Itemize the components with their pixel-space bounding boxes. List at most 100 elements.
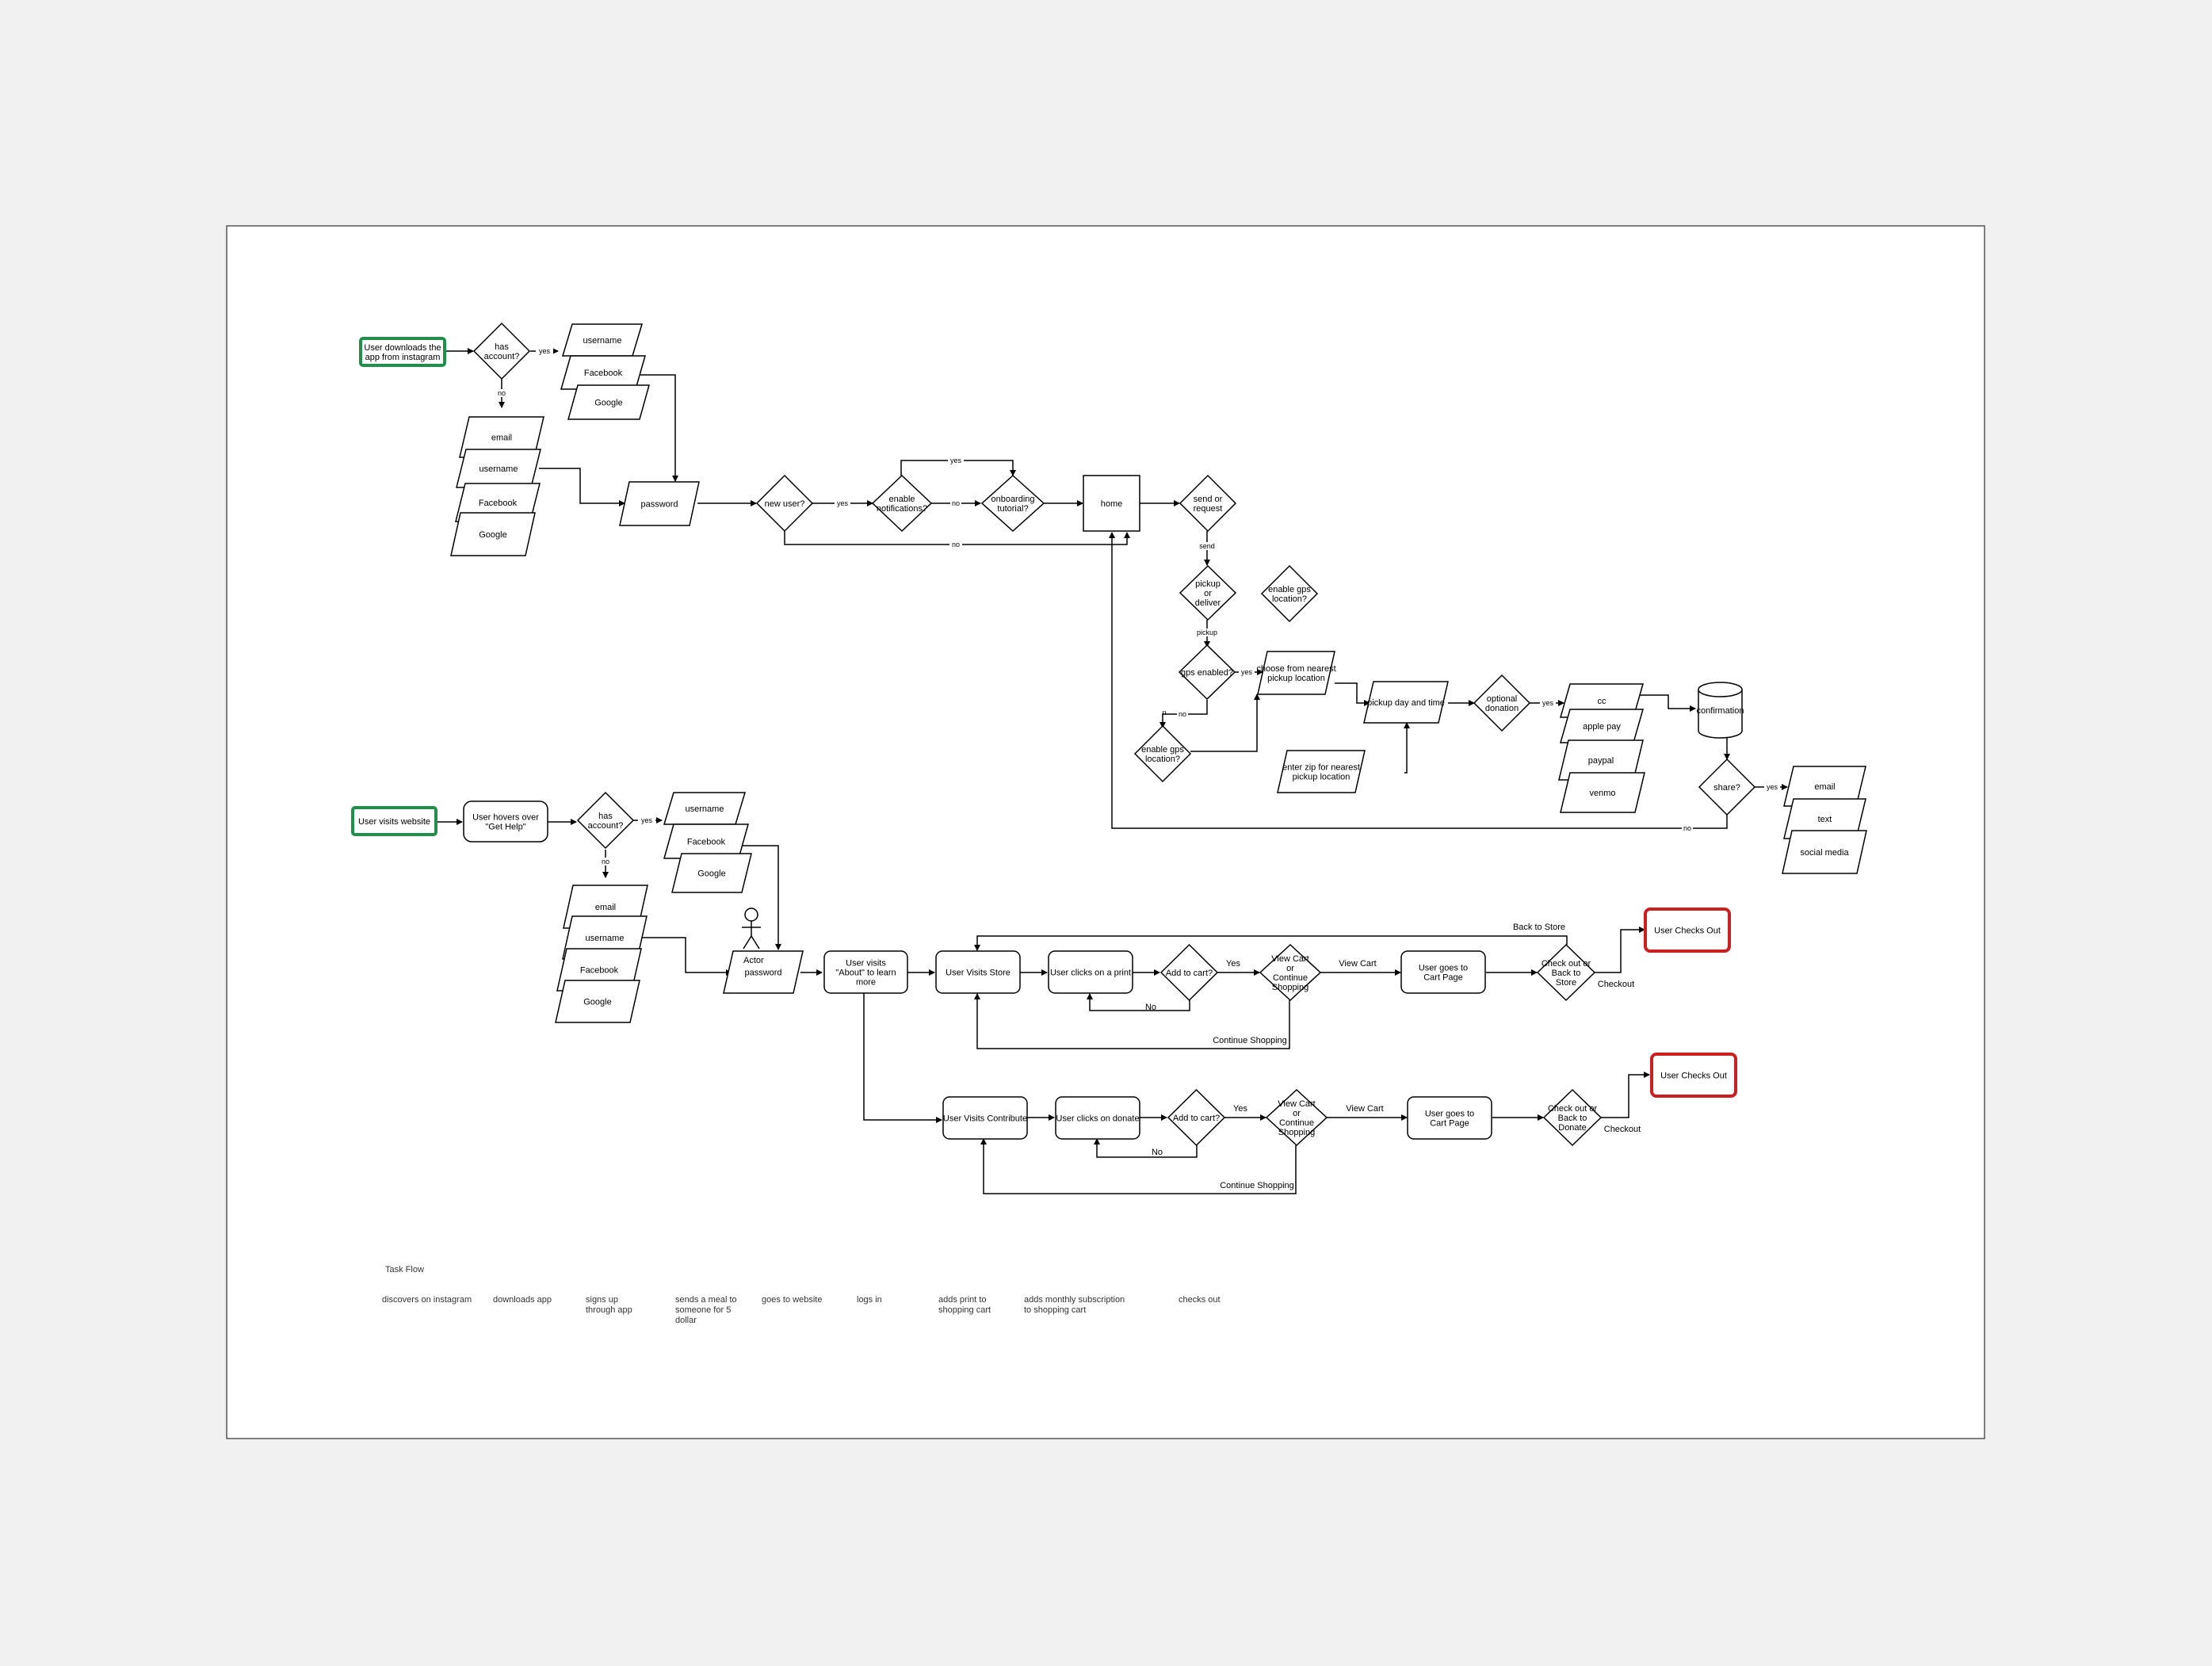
app-enter-zip-input-shape: [1277, 750, 1366, 793]
task-flow-step: discovers on instagram: [382, 1295, 472, 1305]
app-enable-gps-location-decision-shape: [1260, 564, 1319, 623]
web-actor-icon: Actor: [742, 908, 764, 965]
web-edge-yes-has-account: yes: [641, 816, 653, 824]
app-share-social-input: social media: [1782, 830, 1867, 874]
app-home-node-shape: [1083, 475, 1140, 532]
app-edge-yes-share: yes: [1767, 783, 1778, 791]
web-facebook-input-label: Facebook: [687, 838, 726, 847]
web-start-node-label: User visits website: [358, 817, 430, 827]
web-checks-out-2-node-label: User Checks Out: [1660, 1072, 1727, 1081]
app-facebook-input-label: Facebook: [584, 369, 623, 378]
app-share-decision-label: share?: [1713, 783, 1740, 793]
task-flow-step: logs in: [857, 1295, 882, 1305]
app-confirmation-node-shape: [1698, 682, 1743, 739]
web-edge-view-cart-1: View Cart: [1339, 959, 1376, 969]
app-facebook-signup-input-label: Facebook: [479, 499, 518, 508]
app-facebook-signup-input: Facebook: [455, 483, 541, 522]
app-enable-gps-location-low-decision-shape: [1133, 724, 1192, 783]
web-edge-checkout-1: Checkout: [1598, 980, 1634, 989]
app-new-user-decision-label: new user?: [765, 499, 805, 509]
app-gps-enabled-decision-label: gps enabled?: [1181, 668, 1233, 678]
app-google-signup-input: Google: [450, 512, 536, 556]
app-email-input-label: email: [491, 434, 512, 443]
web-google-signup-input-shape: [555, 980, 640, 1023]
app-share-decision: share?: [1698, 758, 1756, 816]
web-google-signup-input: Google: [555, 980, 640, 1023]
app-paypal-input-label: paypal: [1588, 756, 1614, 766]
app-edge-yes-has-account: yes: [539, 347, 551, 355]
task-flow-title: Task Flow: [385, 1265, 424, 1274]
app-edge-yes-donation: yes: [1542, 699, 1554, 707]
app-onboarding-tutorial-decision-shape: [980, 474, 1045, 533]
web-start-node-shape: [351, 806, 437, 836]
app-username-input: username: [561, 323, 644, 357]
web-view-cart-1-decision-shape: [1259, 943, 1322, 1002]
app-choose-nearest-input-shape: [1257, 651, 1335, 695]
web-edge-no-has-account: no: [602, 858, 609, 865]
web-add-to-cart-2-decision-shape: [1167, 1088, 1226, 1147]
app-password-input: password: [619, 481, 700, 526]
web-cart-page-1-node-shape: [1400, 950, 1486, 994]
task-flow-step: checks out: [1179, 1295, 1221, 1305]
app-username-input-label: username: [583, 336, 622, 346]
app-pickup-day-time-input-shape: [1363, 681, 1449, 724]
app-google-input-shape: [567, 384, 650, 420]
app-username-signup-input-label: username: [479, 464, 518, 474]
web-google-input: Google: [671, 853, 752, 893]
web-checkout-donate-decision-shape: [1542, 1088, 1603, 1147]
web-google-signup-input-label: Google: [583, 998, 611, 1007]
app-confirmation-node-label: confirmation: [1697, 706, 1744, 716]
web-actor-label: Actor: [743, 956, 764, 965]
web-checks-out-2-node-shape: [1650, 1053, 1737, 1098]
app-venmo-input: venmo: [1560, 772, 1645, 813]
web-checkout-store-decision-shape: [1536, 943, 1596, 1002]
web-google-input-label: Google: [697, 869, 725, 879]
app-has-account-decision-shape: [472, 322, 531, 380]
web-edge-labels: yes no Yes No View Cart Continue Shoppin…: [600, 816, 1641, 1190]
app-pickup-day-time-input-label: pickup day and time: [1367, 698, 1445, 708]
web-edge-back-to-store: Back to Store: [1513, 923, 1565, 932]
web-edge-yes-add-cart-2: Yes: [1233, 1104, 1247, 1114]
web-start-node: User visits website: [351, 806, 437, 836]
web-edge-yes-add-cart-1: Yes: [1226, 959, 1240, 969]
app-edge-n-gps: n: [1162, 709, 1166, 716]
task-flow-step: goes to website: [762, 1295, 822, 1305]
web-username-input: username: [663, 792, 747, 825]
app-gps-enabled-decision: gps enabled?: [1178, 644, 1236, 701]
app-share-decision-shape: [1698, 758, 1756, 816]
app-pickup-day-time-input: pickup day and time: [1363, 681, 1449, 724]
app-cc-input-label: cc: [1598, 697, 1607, 706]
web-username-input-label: username: [686, 804, 724, 814]
app-share-text-input-label: text: [1818, 815, 1832, 824]
app-edge-send: send: [1199, 542, 1215, 550]
app-edge-pickup: pickup: [1197, 629, 1217, 636]
web-facebook-signup-input-label: Facebook: [580, 966, 619, 976]
web-clicks-print-node-shape: [1048, 950, 1133, 994]
app-edge-no-gps: no: [1179, 710, 1186, 718]
web-checks-out-1-node-label: User Checks Out: [1654, 927, 1721, 936]
app-pickup-or-deliver-decision-shape: [1179, 564, 1237, 621]
web-add-to-cart-2-decision: Add to cart?: [1167, 1088, 1226, 1147]
app-home-node-label: home: [1101, 499, 1123, 509]
web-checks-out-1-node-shape: [1644, 908, 1731, 953]
web-visits-store-node: User Visits Store: [935, 950, 1021, 994]
app-send-or-request-decision-shape: [1179, 474, 1237, 533]
app-edge-no-has-account: no: [498, 389, 506, 397]
web-password-input: password: [723, 950, 804, 994]
